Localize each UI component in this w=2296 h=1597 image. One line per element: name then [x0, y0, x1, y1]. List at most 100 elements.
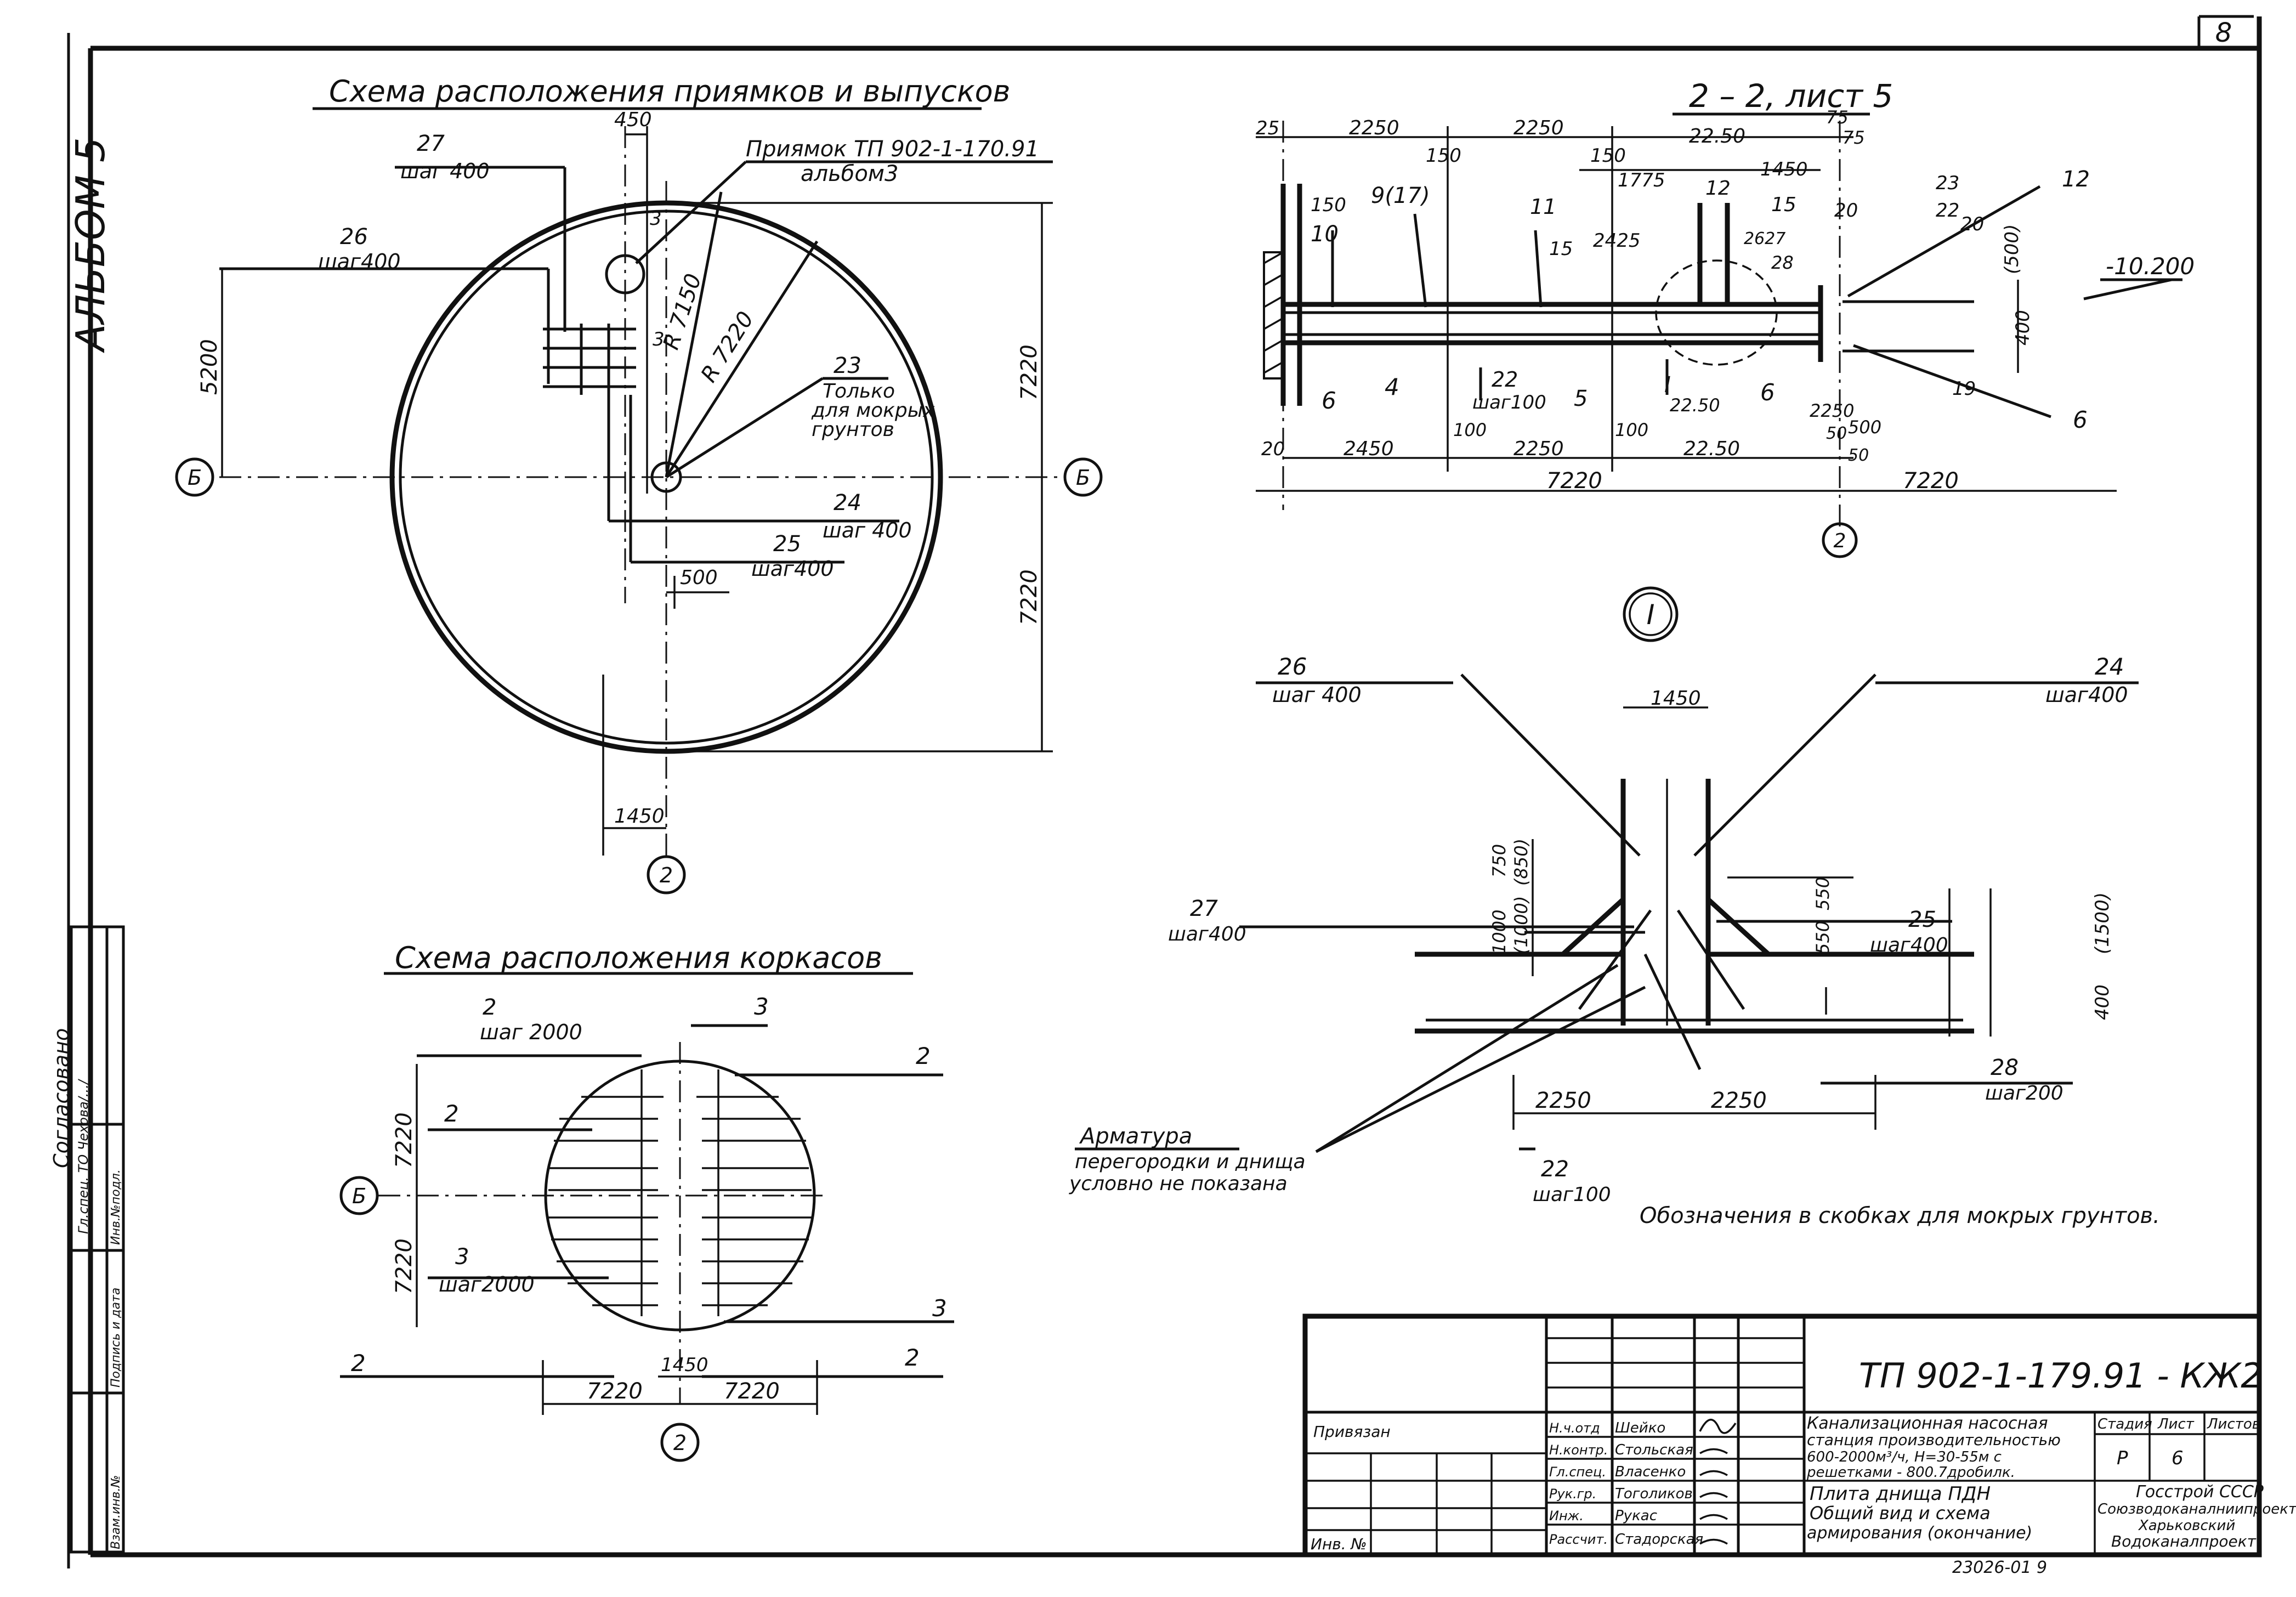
svg-text:500: 500 [1848, 417, 1881, 438]
svg-text:Б: Б [352, 1184, 366, 1208]
margin-agreed: Согласовано [49, 1028, 73, 1168]
svg-text:Плита днища ПДН: Плита днища ПДН [1810, 1483, 1991, 1505]
svg-text:шаг100: шаг100 [1472, 392, 1546, 414]
svg-text:26: 26 [1278, 653, 1307, 680]
stamp-number: 23026-01 9 [1952, 1558, 2047, 1577]
svg-text:2: 2 [660, 863, 673, 887]
plan-only-wet-2: для мокрых [811, 399, 935, 422]
frames-dim-7220-right: 7220 [724, 1379, 780, 1404]
svg-text:Союзводоканалниипроект: Союзводоканалниипроект [2097, 1501, 2296, 1517]
section-view [1256, 121, 2172, 532]
svg-text:Шейко: Шейко [1615, 1420, 1665, 1436]
plan-dim-7220-bottom: 7220 [1017, 569, 1042, 625]
svg-text:10: 10 [1311, 222, 1339, 247]
svg-text:27: 27 [1190, 896, 1218, 921]
plan-pos-27-step: шаг 400 [400, 159, 490, 183]
svg-text:22.50: 22.50 [1670, 395, 1720, 416]
frames-pos-2c: 2 [444, 1100, 459, 1127]
left-margin-stamp [70, 925, 125, 1554]
svg-text:20: 20 [1960, 213, 1984, 235]
svg-text:22: 22 [1541, 1157, 1569, 1182]
svg-text:15: 15 [1549, 238, 1573, 260]
plan-pos-25: 25 [773, 531, 801, 557]
svg-text:Стольская: Стольская [1615, 1442, 1693, 1458]
plan-dim-500: 500 [680, 567, 718, 589]
svg-text:шаг400: шаг400 [1168, 923, 1246, 945]
plan-only-wet-3: грунтов [812, 418, 894, 441]
svg-text:2250: 2250 [1349, 117, 1399, 139]
stamp-organization: Госстрой СССР Союзводоканалниипроект Хар… [2097, 1482, 2296, 1550]
svg-text:Н.контр.: Н.контр. [1549, 1442, 1608, 1458]
svg-text:Харьковский: Харьковский [2138, 1517, 2235, 1534]
frames-axis-b: Б [339, 1176, 379, 1215]
svg-text:50: 50 [1848, 446, 1869, 465]
frames-view [340, 1024, 954, 1415]
plan-dim-7220-top: 7220 [1017, 344, 1042, 400]
plan-view [219, 126, 1064, 856]
plan-pos-27: 27 [417, 131, 445, 156]
svg-text:15: 15 [1771, 194, 1796, 216]
svg-text:400: 400 [2012, 310, 2034, 346]
plan-pos-25-step: шаг400 [751, 557, 834, 581]
detail-note-1: Арматура [1079, 1124, 1192, 1149]
svg-text:2627: 2627 [1744, 229, 1785, 248]
svg-text:Госстрой СССР: Госстрой СССР [2136, 1482, 2264, 1502]
plan-pos-26-step: шаг400 [318, 250, 401, 274]
plan-pos-24: 24 [834, 490, 861, 516]
stamp-project: Канализационная насосная станция произво… [1806, 1414, 2061, 1481]
plan-dim-1450: 1450 [614, 805, 665, 828]
section-axis-2: 2 [1822, 522, 1858, 558]
svg-text:Власенко: Власенко [1615, 1464, 1686, 1480]
plan-title: Схема расположения приямков и выпусков [329, 74, 1010, 109]
frames-dim-7220-bottom: 7220 [392, 1238, 417, 1294]
stamp-list-header: Лист [2157, 1416, 2195, 1432]
svg-text:6: 6 [1760, 379, 1775, 406]
section-level-mark: -10.200 [2106, 253, 2195, 280]
svg-text:550: 550 [1812, 877, 1833, 910]
frames-dim-7220-top: 7220 [392, 1112, 417, 1168]
svg-text:100: 100 [1615, 420, 1648, 440]
svg-text:28: 28 [1771, 252, 1794, 273]
stamp-list: 6 [2172, 1447, 2184, 1469]
svg-text:9(17): 9(17) [1371, 183, 1430, 208]
svg-text:50: 50 [1826, 424, 1847, 443]
svg-text:2250: 2250 [1535, 1088, 1591, 1113]
svg-text:28: 28 [1991, 1055, 2019, 1080]
svg-text:2425: 2425 [1593, 230, 1641, 252]
svg-text:6: 6 [2073, 406, 2088, 433]
frames-dim-1450: 1450 [661, 1354, 708, 1376]
svg-text:150: 150 [1426, 145, 1461, 167]
svg-text:550: 550 [1812, 921, 1833, 954]
svg-text:2250: 2250 [1810, 400, 1854, 421]
svg-text:Рассчит.: Рассчит. [1549, 1532, 1608, 1547]
plan-axis-b-right: Б [1063, 457, 1103, 497]
svg-text:600-2000м³/ч, Н=30-55м с: 600-2000м³/ч, Н=30-55м с [1807, 1449, 2002, 1465]
sheet-corner-number: 8 [2215, 18, 2232, 48]
svg-text:20: 20 [1834, 200, 1858, 222]
plan-dim-3b: 3 [653, 329, 665, 350]
detail-view [1239, 673, 1992, 1153]
svg-text:I: I [1664, 372, 1671, 398]
stamp-lists-header: Листов [2207, 1416, 2260, 1432]
svg-text:22: 22 [1492, 367, 1518, 392]
svg-text:(1500): (1500) [2091, 892, 2113, 954]
svg-text:решетками - 800.7дробилк.: решетками - 800.7дробилк. [1806, 1464, 2015, 1481]
frames-axis-2: 2 [660, 1423, 700, 1462]
frames-pos-3a: 3 [754, 993, 769, 1020]
svg-text:25: 25 [1908, 907, 1936, 932]
frames-pos-2e: 2 [905, 1344, 920, 1371]
svg-text:Тоголиков: Тоголиков [1615, 1486, 1693, 1502]
svg-text:Рук.гр.: Рук.гр. [1549, 1486, 1596, 1502]
svg-text:2: 2 [1834, 530, 1846, 552]
svg-text:2: 2 [673, 1431, 687, 1455]
plan-dim-450: 450 [614, 109, 652, 131]
frames-title: Схема расположения коркасов [395, 941, 882, 975]
detail-note-2: перегородки и днища [1075, 1151, 1306, 1173]
svg-text:(850): (850) [1511, 839, 1532, 886]
frames-pos-2a-step: шаг 2000 [480, 1020, 582, 1044]
plan-axis-b-left: Б [175, 457, 214, 497]
svg-text:4: 4 [1385, 373, 1399, 400]
margin-cell-sign: Подпись и дата [109, 1288, 123, 1388]
margin-agreed-sub: Гл.спец. ТО Чехова/.../ [76, 1078, 91, 1234]
